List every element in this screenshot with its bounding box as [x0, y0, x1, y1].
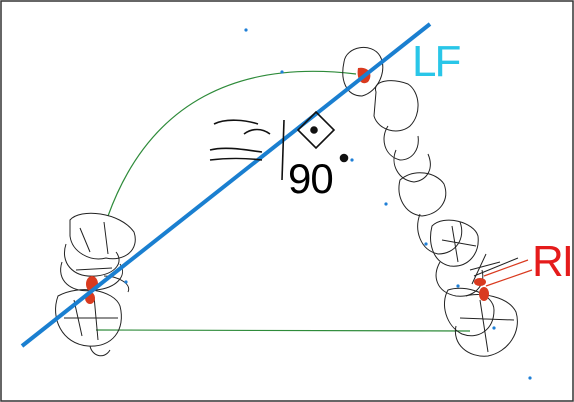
upper-teeth	[342, 47, 463, 255]
landmark-label-right: RI	[532, 237, 574, 286]
contact-spots	[85, 67, 489, 304]
reference-line	[20, 22, 432, 348]
right-angle-marker	[209, 110, 349, 181]
arch-curve	[107, 70, 357, 217]
landmark-label-top: LF	[412, 37, 461, 86]
angle-label: 90	[288, 155, 334, 202]
ri-pointer	[483, 259, 533, 287]
baseline	[95, 329, 471, 332]
reference-dots	[124, 28, 532, 380]
right-teeth	[430, 219, 519, 357]
